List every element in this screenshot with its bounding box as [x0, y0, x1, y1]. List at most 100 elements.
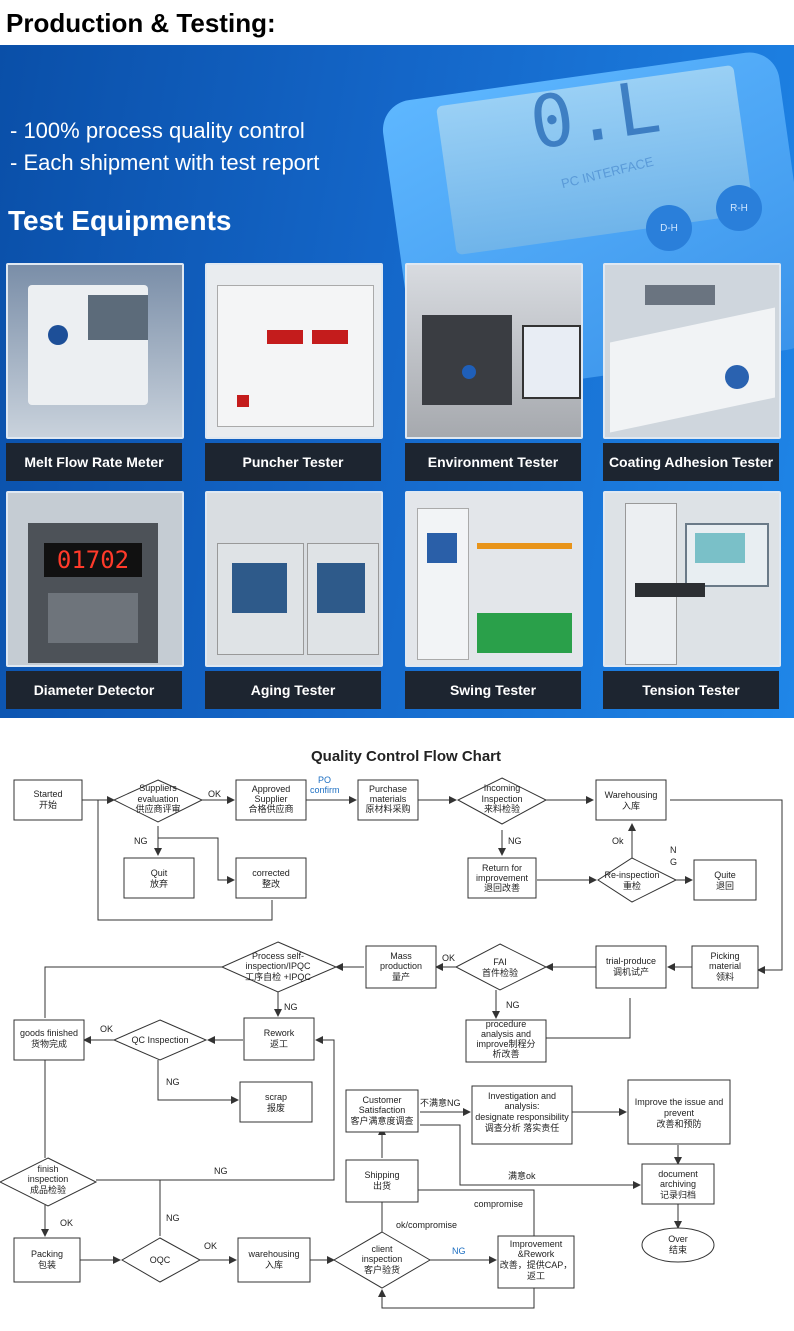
equipment-label: Puncher Tester	[205, 443, 381, 481]
svg-text:material: material	[709, 961, 741, 971]
svg-text:供应商评审: 供应商评审	[135, 803, 180, 814]
meter-button-dh: D-H	[646, 205, 692, 251]
svg-text:客户验货: 客户验货	[364, 1264, 400, 1275]
svg-text:Supplier: Supplier	[254, 794, 287, 804]
svg-text:客户满意度调查: 客户满意度调查	[350, 1115, 413, 1126]
svg-text:Started: Started	[33, 789, 62, 799]
puncher-tester-photo	[205, 263, 383, 439]
node-oqc: OQC	[121, 1237, 202, 1283]
svg-text:出货: 出货	[373, 1180, 391, 1191]
svg-text:包装: 包装	[38, 1259, 56, 1270]
equipment-label: Environment Tester	[405, 443, 581, 481]
svg-text:调机试产: 调机试产	[613, 966, 649, 977]
edge-label: NG	[452, 1246, 466, 1256]
node-improve-issue: Improve the issue and prevent 改善和预防	[627, 1079, 731, 1145]
svg-text:Packing: Packing	[31, 1249, 63, 1259]
node-incoming-inspection: Incoming Inspection 来料检验	[456, 777, 548, 825]
svg-text:finish: finish	[37, 1164, 58, 1174]
equipment-card: Melt Flow Rate Meter	[6, 263, 184, 481]
node-qc-inspection: QC Inspection	[112, 1019, 208, 1061]
svg-text:领料: 领料	[716, 971, 734, 982]
svg-text:Improve the issue and: Improve the issue and	[635, 1097, 724, 1107]
edge-label: N	[670, 845, 677, 855]
svg-text:procedure: procedure	[486, 1019, 527, 1029]
svg-text:放弃: 放弃	[150, 878, 168, 889]
node-return-improvement: Return for improvement 退回改善	[467, 857, 537, 899]
svg-text:OQC: OQC	[150, 1255, 171, 1265]
svg-text:退回改善: 退回改善	[484, 882, 520, 893]
edge-label: OK	[442, 953, 455, 963]
environment-tester-photo	[405, 263, 583, 439]
svg-text:合格供应商: 合格供应商	[248, 803, 293, 814]
edge-label: NG	[134, 836, 148, 846]
node-approved-supplier: Approved Supplier 合格供应商	[235, 779, 307, 821]
equipment-card: Puncher Tester	[205, 263, 383, 481]
svg-text:来料检验: 来料检验	[484, 803, 520, 814]
quality-control-flow-chart: Quality Control Flow Chart Started 开始 Su…	[0, 748, 783, 1309]
equipment-card: Tension Tester	[603, 491, 781, 709]
svg-text:开始: 开始	[39, 799, 57, 810]
node-goods-finished: goods finished 货物完成	[13, 1019, 85, 1061]
page-title: Production & Testing:	[6, 8, 276, 38]
svg-text:Return for: Return for	[482, 863, 522, 873]
test-equipment-banner: 0.L PC INTERFACE D-H R-H - 100% process …	[0, 45, 794, 718]
node-warehousing-bottom: warehousing 入库	[237, 1237, 311, 1283]
svg-text:Rework: Rework	[264, 1028, 295, 1038]
svg-text:重检: 重检	[623, 880, 641, 891]
tension-tester-photo	[603, 491, 781, 667]
edge-label: Ok	[612, 836, 624, 846]
test-equipments-heading: Test Equipments	[8, 205, 232, 236]
svg-text:Quit: Quit	[151, 868, 168, 878]
edge-label: PO	[318, 775, 331, 785]
svg-text:入库: 入库	[265, 1259, 283, 1270]
equipment-label: Coating Adhesion Tester	[603, 443, 779, 481]
node-mass-production: Mass production 量产	[365, 945, 437, 989]
node-suppliers-evaluation: Suppliers evaluation 供应商评审	[112, 779, 204, 823]
svg-text:Mass: Mass	[390, 951, 412, 961]
flowchart-title: Quality Control Flow Chart	[311, 748, 501, 765]
coating-adhesion-tester-photo	[603, 263, 781, 439]
equipment-card: Swing Tester	[405, 491, 583, 709]
svg-text:Shipping: Shipping	[364, 1170, 399, 1180]
edge-label: NG	[506, 1000, 520, 1010]
svg-text:inspection/IPQC: inspection/IPQC	[245, 961, 311, 971]
svg-text:入库: 入库	[622, 800, 640, 811]
svg-text:Suppliers: Suppliers	[139, 783, 177, 793]
edge-label: NG	[166, 1077, 180, 1087]
node-fai: FAI 首件检验	[454, 943, 548, 991]
edge-label: OK	[208, 789, 221, 799]
node-over: Over 结束	[641, 1227, 715, 1263]
edge-label: OK	[100, 1024, 113, 1034]
equipment-card: Coating Adhesion Tester	[603, 263, 781, 481]
edge-label: ok/compromise	[396, 1220, 457, 1230]
node-process-self-inspection: Process self- inspection/IPQC 工序自检 +IPQC	[220, 941, 338, 993]
svg-text:inspection: inspection	[28, 1174, 69, 1184]
svg-text:analysis and: analysis and	[481, 1029, 531, 1039]
svg-text:工序自检 +IPQC: 工序自检 +IPQC	[245, 971, 311, 982]
node-quit: Quit 放弃	[123, 857, 195, 899]
svg-text:QC Inspection: QC Inspection	[131, 1035, 188, 1045]
svg-text:成品检验: 成品检验	[30, 1184, 66, 1195]
svg-text:document: document	[658, 1169, 698, 1179]
edge-label: confirm	[310, 785, 340, 795]
svg-text:记录归档: 记录归档	[660, 1189, 696, 1200]
svg-text:改善，提供CAP，: 改善，提供CAP，	[500, 1259, 573, 1270]
edge-label: NG	[214, 1166, 228, 1176]
melt-flow-meter-photo	[6, 263, 184, 439]
svg-text:Satisfaction: Satisfaction	[359, 1105, 406, 1115]
edge-label: NG	[508, 836, 522, 846]
node-procedure-analysis: procedure analysis and improve制程分 析改善	[465, 1019, 547, 1063]
slogan-test-report: - Each shipment with test report	[10, 150, 320, 175]
device-display: 01702	[44, 543, 142, 577]
svg-text:goods finished: goods finished	[20, 1028, 78, 1038]
node-finish-inspection: finish inspection 成品检验	[0, 1157, 98, 1207]
svg-text:返工: 返工	[270, 1038, 288, 1049]
svg-text:整改: 整改	[262, 878, 280, 889]
node-corrected: corrected 整改	[235, 857, 307, 899]
node-client-inspection: client inspection 客户验货	[333, 1231, 431, 1289]
node-customer-satisfaction: Customer Satisfaction 客户满意度调查	[345, 1089, 419, 1133]
svg-text:Picking: Picking	[710, 951, 739, 961]
svg-text:报废: 报废	[267, 1102, 285, 1113]
equipment-card: Environment Tester	[405, 263, 583, 481]
svg-text:inspection: inspection	[362, 1254, 403, 1264]
